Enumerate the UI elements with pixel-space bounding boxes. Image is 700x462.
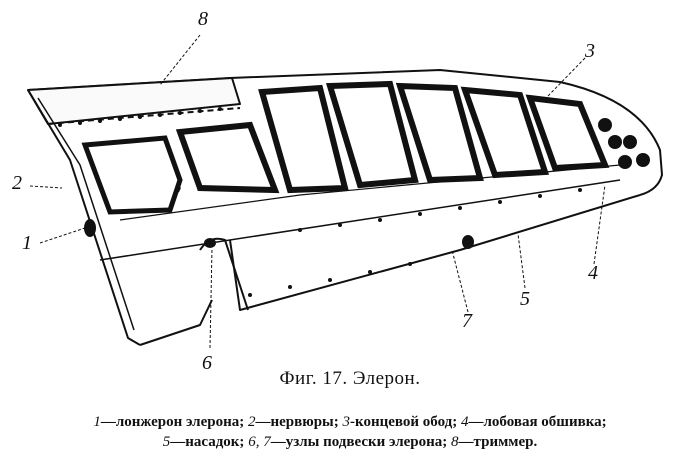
legend-text: —лонжерон элерона; [100, 414, 248, 430]
callout-2: 2 [12, 172, 22, 194]
aileron-drawing [27, 34, 663, 349]
legend-text: —узлы подвески элерона; [270, 434, 452, 450]
callout-1: 1 [22, 232, 32, 254]
legend-line-1: 1—лонжерон элерона; 2—нервюры; 3-концево… [0, 412, 700, 432]
legend-text: —нервюры; [255, 414, 343, 430]
legend-num: 5 [162, 434, 171, 450]
legend-num: 4 [461, 414, 469, 430]
callout-4: 4 [588, 262, 598, 284]
legend-num: 3 [342, 414, 351, 430]
callout-7: 7 [462, 310, 472, 332]
figure-legend: 1—лонжерон элерона; 2—нервюры; 3-концево… [0, 412, 700, 452]
legend-text: —насадок; [170, 434, 249, 450]
callout-8: 8 [198, 8, 208, 30]
callout-5: 5 [520, 288, 530, 310]
figure-title: Фиг. 17. Элерон. [279, 368, 421, 389]
legend-num: 8 [451, 434, 459, 450]
legend-text: —триммер. [458, 434, 538, 450]
legend-num: 1 [93, 414, 101, 430]
legend-text: —лобовая обшивка; [468, 414, 607, 430]
legend-num: 2 [248, 414, 256, 430]
legend-line-2: 5—насадок; 6, 7—узлы подвески элерона; 8… [0, 432, 700, 452]
callout-3: 3 [585, 40, 595, 62]
legend-num: 6, 7 [248, 434, 271, 450]
callout-6: 6 [202, 352, 212, 374]
legend-text: -концевой обод; [350, 414, 461, 430]
